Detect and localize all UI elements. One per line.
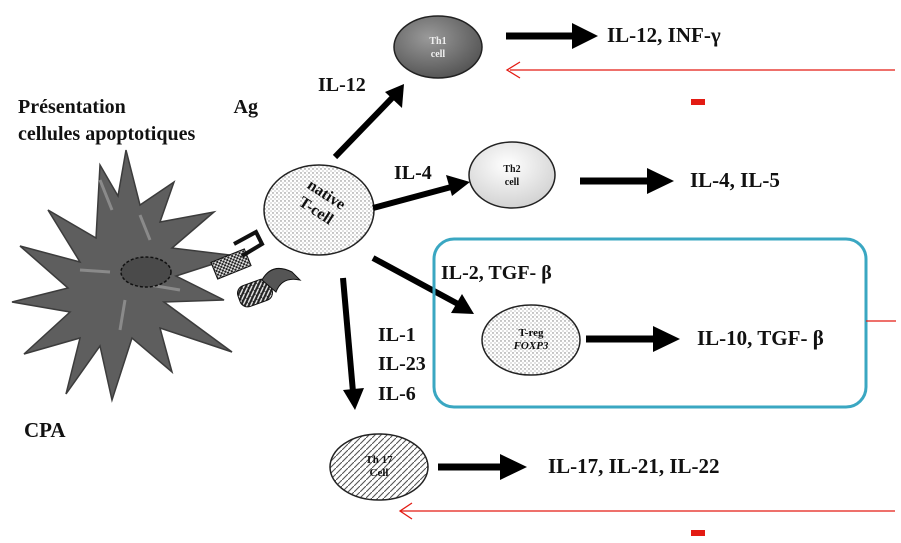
th2-input-label: IL-4: [394, 162, 432, 184]
output-arrows: [438, 23, 680, 480]
th17-line1: Th 17: [365, 454, 393, 466]
th2-cell-label: Th2 cell: [482, 163, 542, 189]
presentation-word: Présentation: [18, 96, 126, 118]
treg-cell: [481, 304, 581, 376]
th1-line2: cell: [430, 49, 446, 60]
th2-line1: Th2: [503, 164, 521, 175]
th17-line2: Cell: [369, 467, 389, 479]
th17-cell-label: Th 17 Cell: [349, 454, 409, 480]
antigen-word: Ag: [233, 96, 258, 118]
presentation-label: Présentation Ag cellules apoptotiques: [18, 94, 258, 148]
th17-output-label: IL-17, IL-21, IL-22: [548, 454, 720, 478]
th17-input-il23: IL-23: [378, 353, 426, 375]
th1-output-label: IL-12, INF-γ: [607, 23, 721, 47]
feedback-minus-sign: [691, 99, 705, 105]
tcr-mhc-connector: [210, 229, 302, 308]
th1-cell-label: Th1 cell: [408, 35, 468, 61]
th2-output-label: IL-4, IL-5: [690, 168, 780, 192]
apc-dendritic-cell: [11, 149, 239, 403]
treg-cell-label: T-reg FOXP3: [496, 327, 566, 353]
apoptotic-cells-label: cellules apoptotiques: [18, 123, 196, 145]
apc-nucleus: [120, 256, 172, 288]
th1-cell: [393, 15, 483, 79]
th17-input-il6: IL-6: [378, 383, 416, 405]
treg-line2: FOXP3: [513, 340, 549, 352]
treg-line1: T-reg: [518, 327, 544, 339]
treg-highlight-box: [432, 237, 868, 409]
th1-input-label: IL-12: [318, 74, 366, 96]
feedback-lines: [398, 61, 896, 520]
apc-label: CPA: [24, 418, 66, 442]
th2-line2: cell: [504, 177, 520, 188]
treg-input-label: IL-2, TGF- β: [441, 262, 552, 284]
th17-cell: [329, 433, 429, 501]
differentiation-arrows: [332, 84, 474, 410]
th17-input-il1: IL-1: [378, 324, 416, 346]
th2-cell: [468, 141, 556, 209]
treg-output-label: IL-10, TGF- β: [697, 326, 824, 350]
th1-line1: Th1: [429, 36, 447, 47]
feedback-minus-sign: [691, 530, 705, 536]
